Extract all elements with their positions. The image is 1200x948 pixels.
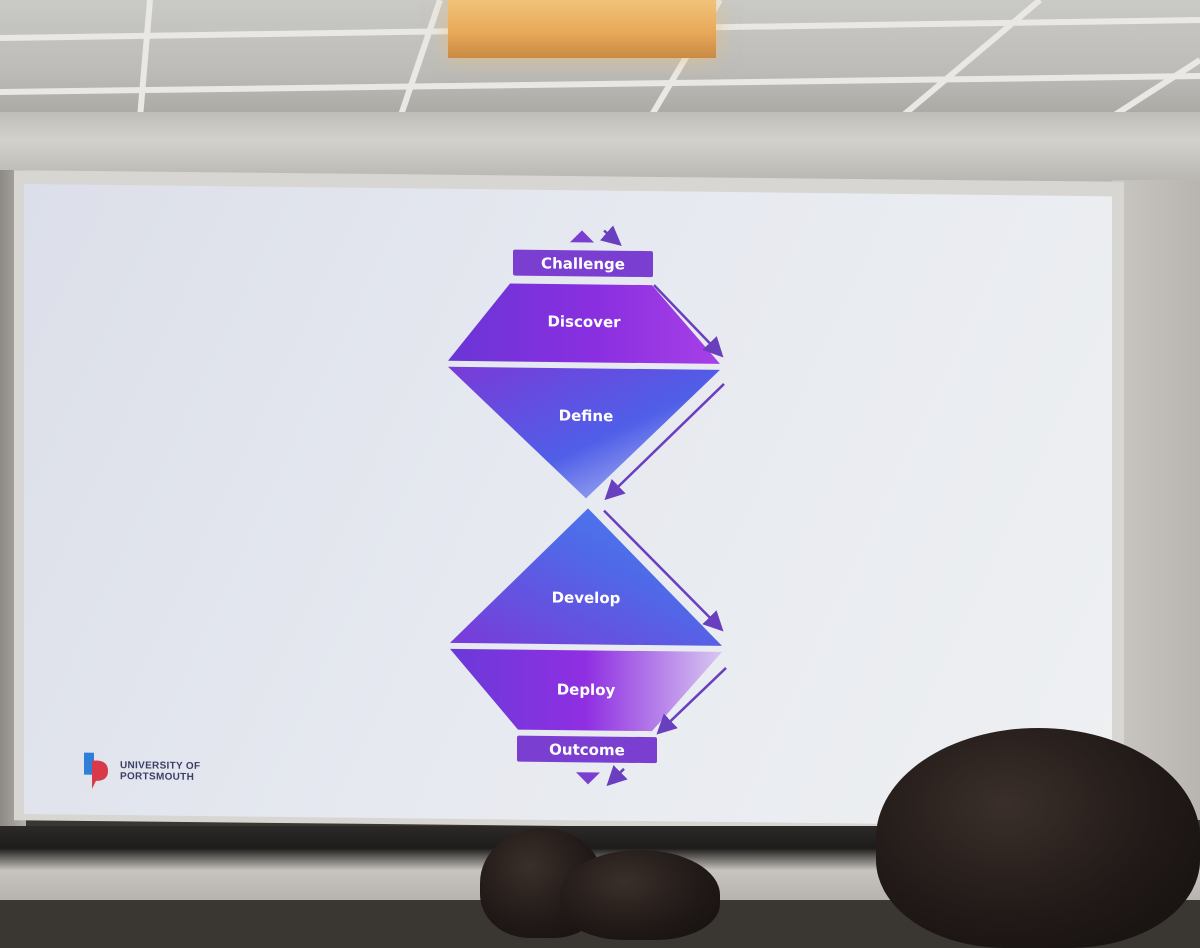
define-shape [448, 366, 720, 499]
audience-head-center [560, 850, 720, 940]
flow-arrow-start [600, 225, 622, 247]
double-diamond-diagram: Challenge Discover Define Develop Deploy… [448, 225, 727, 787]
deploy-label: Deploy [557, 681, 616, 700]
flow-arrow-develop [603, 509, 724, 632]
challenge-label: Challenge [541, 254, 625, 273]
logo-line-2: PORTSMOUTH [120, 771, 195, 783]
outcome-label: Outcome [549, 740, 625, 759]
right-wall [1112, 180, 1200, 820]
deploy-shape [450, 648, 722, 732]
audience-head-right [876, 728, 1200, 948]
flow-arrow-discover [653, 284, 724, 358]
flow-arrow-end [606, 765, 628, 787]
logo-line-1: UNIVERSITY OF [120, 760, 201, 773]
university-logo-mark-icon [84, 752, 108, 789]
define-label: Define [559, 407, 614, 426]
discover-shape [448, 283, 720, 364]
ceiling-bulkhead [0, 112, 1200, 182]
projection-screen: Challenge Discover Define Develop Deploy… [24, 184, 1112, 827]
ceiling [0, 0, 1200, 118]
develop-shape [450, 508, 722, 646]
ceiling-light [448, 0, 716, 58]
develop-label: Develop [552, 588, 621, 607]
bottom-down-arrow-icon [576, 772, 600, 785]
discover-label: Discover [547, 312, 621, 331]
flow-arrow-define [604, 383, 725, 501]
top-up-arrow-icon [570, 230, 594, 243]
challenge-label-box [513, 249, 653, 278]
outcome-label-box [517, 735, 657, 764]
university-logo: UNIVERSITY OF PORTSMOUTH [82, 751, 200, 792]
flow-arrow-deploy [656, 667, 727, 735]
